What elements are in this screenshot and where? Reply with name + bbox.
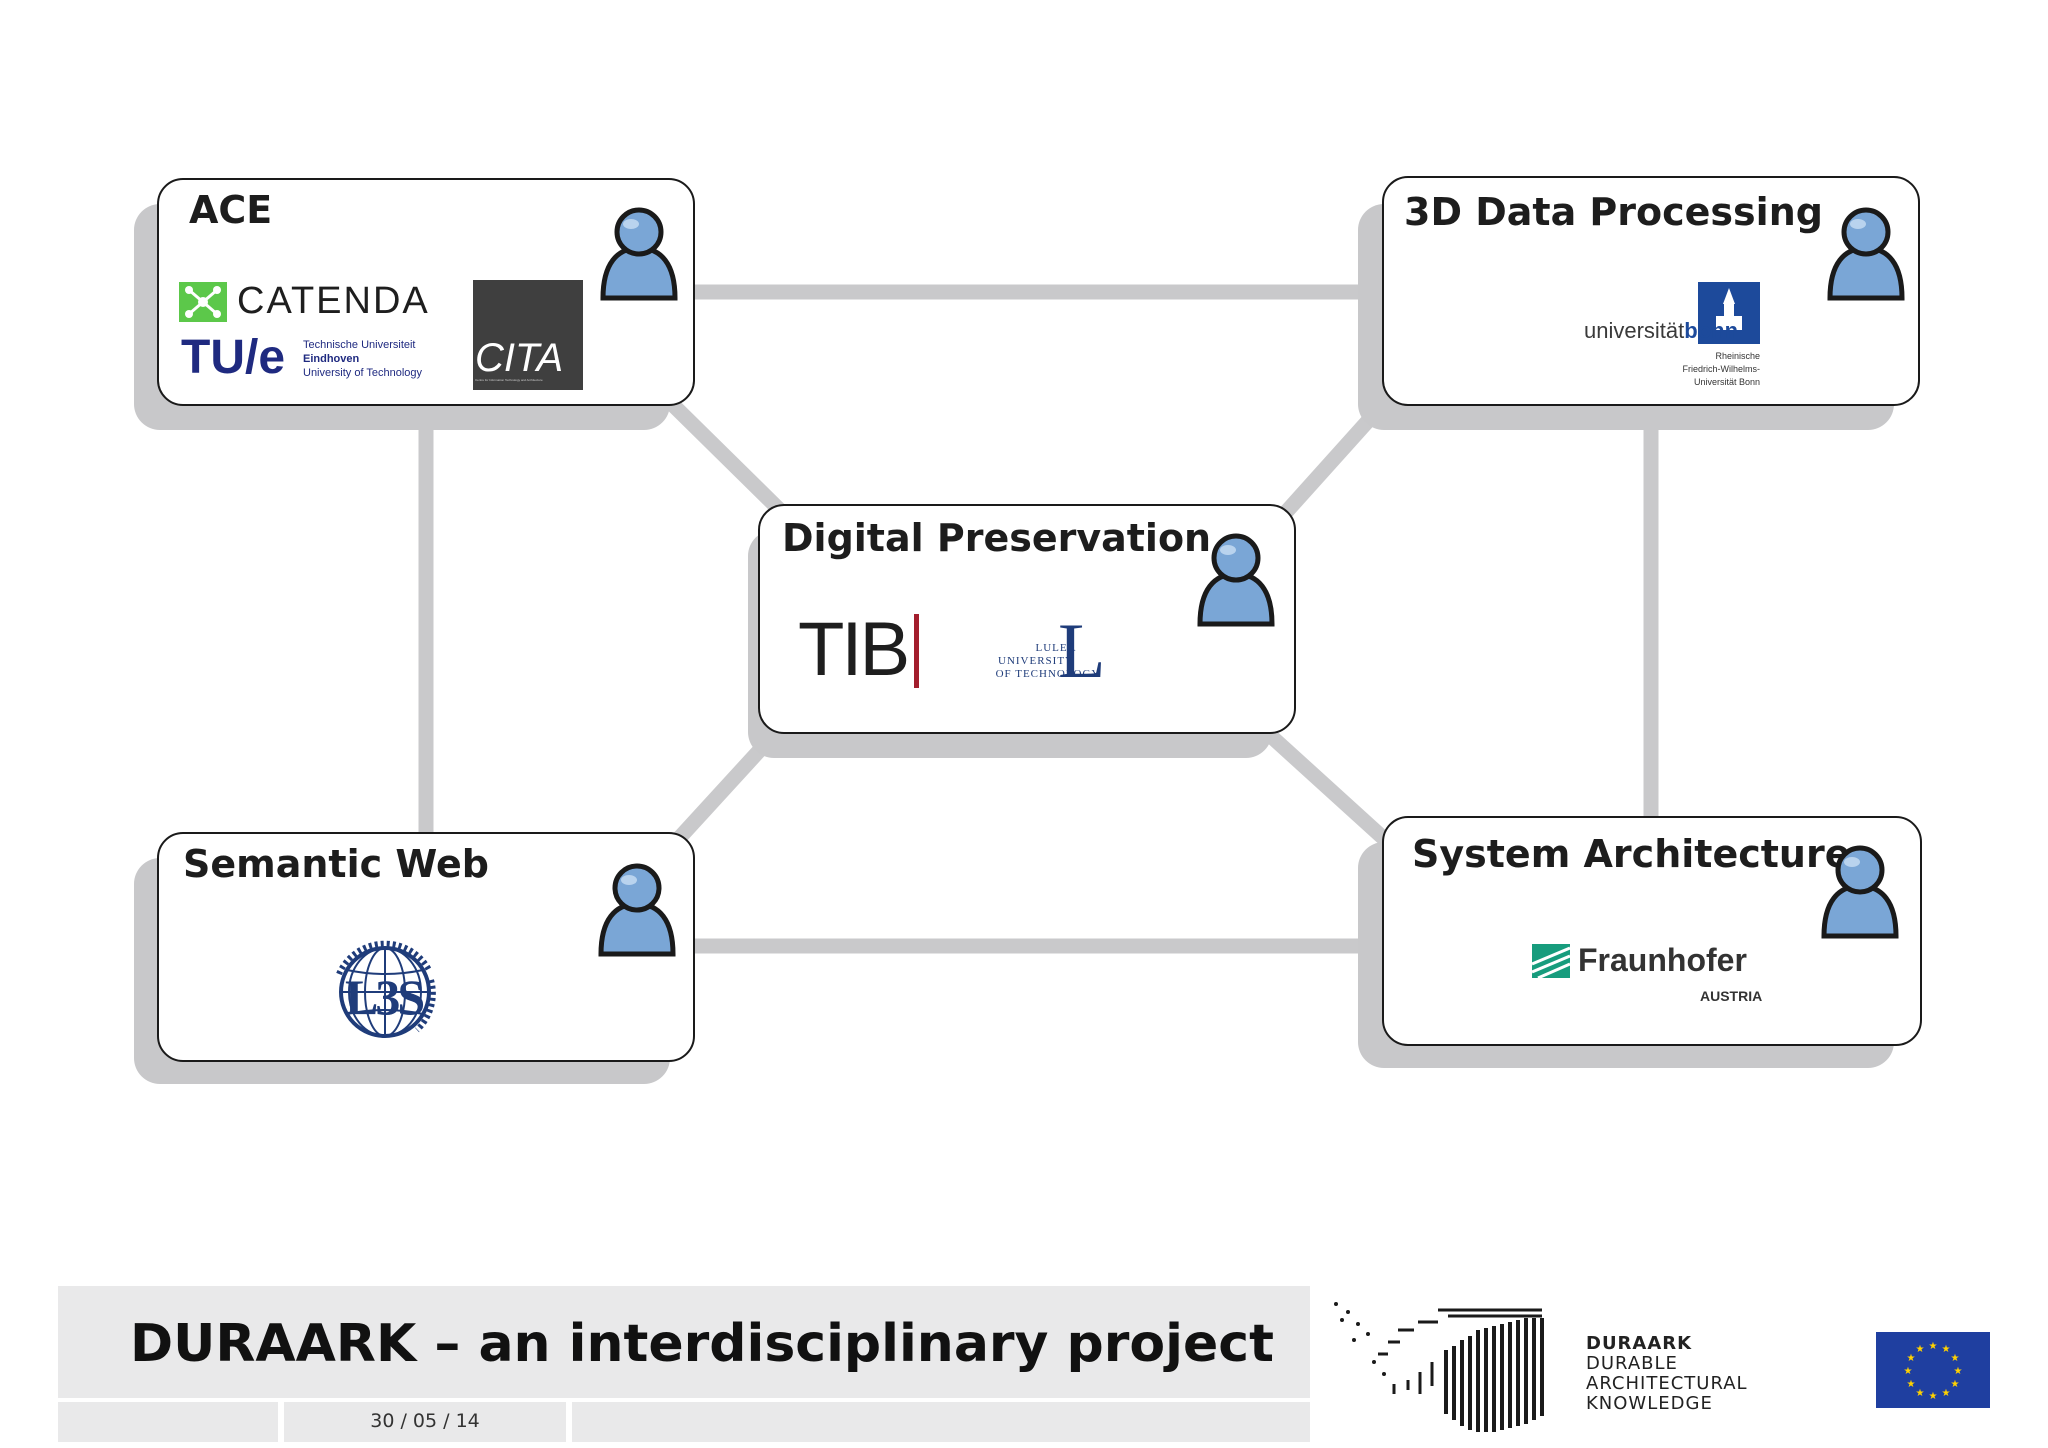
svg-text:★: ★ xyxy=(1954,1366,1963,1377)
ace-node: ACE CATENDA TU/e Technische Universiteit… xyxy=(157,178,695,406)
bonn-building-icon xyxy=(1698,282,1760,344)
svg-text:★: ★ xyxy=(1907,1353,1916,1364)
l3s-text: L3S xyxy=(345,969,425,1025)
eu-flag-icon: ★★★ ★★★ ★★★ ★★★ xyxy=(1876,1332,1990,1408)
brand-line-2: DURABLE xyxy=(1586,1353,1678,1374)
lulea-logo: L LULEÅ UNIVERSITY OF TECHNOLOGY xyxy=(966,607,1146,694)
svg-text:★: ★ xyxy=(1929,1391,1938,1402)
digital-preservation-node: Digital Preservation TIB L LULEÅ UNIVERS… xyxy=(758,504,1296,734)
footer-date: 30 / 05 / 14 xyxy=(370,1410,480,1432)
fraunhofer-mark-icon xyxy=(1532,944,1570,978)
connector-digital-sysarch xyxy=(1256,722,1398,852)
svg-text:★: ★ xyxy=(1916,1388,1925,1399)
svg-text:★: ★ xyxy=(1942,1344,1951,1355)
svg-text:★: ★ xyxy=(1951,1353,1960,1364)
3d-data-processing-title: 3D Data Processing xyxy=(1404,190,1823,234)
fraunhofer-subtitle: AUSTRIA xyxy=(1700,988,1763,1004)
3d-data-processing-node: 3D Data Processing universitätbonn Rhein… xyxy=(1382,176,1920,406)
svg-text:★: ★ xyxy=(1942,1388,1951,1399)
bonn-line-2: Friedrich-Wilhelms- xyxy=(1682,364,1760,374)
cita-subtitle: Centre for Information Technology and Ar… xyxy=(475,378,543,382)
bonn-line-3: Universität Bonn xyxy=(1693,377,1760,387)
svg-text:★: ★ xyxy=(1929,1341,1938,1352)
footer-cell-left xyxy=(58,1402,278,1442)
catenda-logo: CATENDA xyxy=(179,280,469,324)
bonn-logo: universitätbonn Rheinische Friedrich-Wil… xyxy=(1584,282,1784,392)
lulea-line-3: OF TECHNOLOGY xyxy=(995,668,1101,680)
bonn-text-a: universität xyxy=(1584,318,1685,343)
person-icon xyxy=(1197,533,1275,627)
tue-logo: TU/e Technische Universiteit Eindhoven U… xyxy=(181,330,471,390)
footer-cell-right xyxy=(572,1402,1310,1442)
tib-text: TIB xyxy=(798,607,910,692)
tib-logo: TIB xyxy=(798,606,938,696)
system-architecture-title: System Architecture xyxy=(1412,832,1851,876)
footer-cell-date: 30 / 05 / 14 xyxy=(284,1402,566,1442)
catenda-text: CATENDA xyxy=(237,280,430,322)
semantic-web-title: Semantic Web xyxy=(183,842,489,886)
svg-text:★: ★ xyxy=(1904,1366,1913,1377)
footer-title: DURAARK – an interdisciplinary project xyxy=(130,1314,1274,1374)
brand-line-3: ARCHITECTURAL xyxy=(1586,1373,1748,1394)
person-icon xyxy=(1827,207,1905,301)
globe-icon xyxy=(336,940,436,1038)
person-icon xyxy=(1821,845,1899,939)
cita-logo: CITA Centre for Information Technology a… xyxy=(473,280,583,390)
tue-line-2: Eindhoven xyxy=(303,353,360,365)
cita-text: CITA xyxy=(475,336,564,380)
ace-title: ACE xyxy=(189,188,273,232)
tue-line-1: Technische Universiteit xyxy=(303,339,416,351)
tue-line-3: University of Technology xyxy=(303,367,423,379)
svg-text:★: ★ xyxy=(1951,1379,1960,1390)
fraunhofer-logo: Fraunhofer AUSTRIA xyxy=(1532,942,1772,1008)
bonn-line-1: Rheinische xyxy=(1715,351,1760,361)
footer-title-bar: DURAARK – an interdisciplinary project xyxy=(58,1286,1310,1398)
bonn-text-b: bonn xyxy=(1684,318,1739,343)
person-icon xyxy=(598,863,676,957)
system-architecture-node: System Architecture Fraunhofer AUSTRIA xyxy=(1382,816,1922,1046)
svg-text:★: ★ xyxy=(1916,1344,1925,1355)
footer: DURAARK – an interdisciplinary project 3… xyxy=(58,1286,1990,1446)
l3s-logo: L3S xyxy=(325,930,445,1050)
semantic-web-node: Semantic Web L3S xyxy=(157,832,695,1062)
brand-line-4: KNOWLEDGE xyxy=(1586,1393,1713,1414)
brand-line-1: DURAARK xyxy=(1586,1333,1693,1354)
tue-mark: TU/e xyxy=(181,331,286,384)
fraunhofer-text: Fraunhofer xyxy=(1578,942,1747,978)
duraark-logo-icon xyxy=(1334,1302,1544,1432)
tib-red-bar xyxy=(914,614,919,688)
lulea-line-2: UNIVERSITY xyxy=(998,655,1074,667)
catenda-mark-icon xyxy=(179,282,227,322)
svg-text:★: ★ xyxy=(1907,1379,1916,1390)
person-icon xyxy=(600,207,678,301)
footer-branding: DURAARK DURABLE ARCHITECTURAL KNOWLEDGE … xyxy=(1314,1286,1990,1446)
lulea-mark: L xyxy=(1058,607,1106,694)
lulea-line-1: LULEÅ xyxy=(1035,642,1077,654)
duraark-brand-text: DURAARK DURABLE ARCHITECTURAL KNOWLEDGE xyxy=(1586,1334,1748,1414)
digital-preservation-title: Digital Preservation xyxy=(782,516,1212,560)
